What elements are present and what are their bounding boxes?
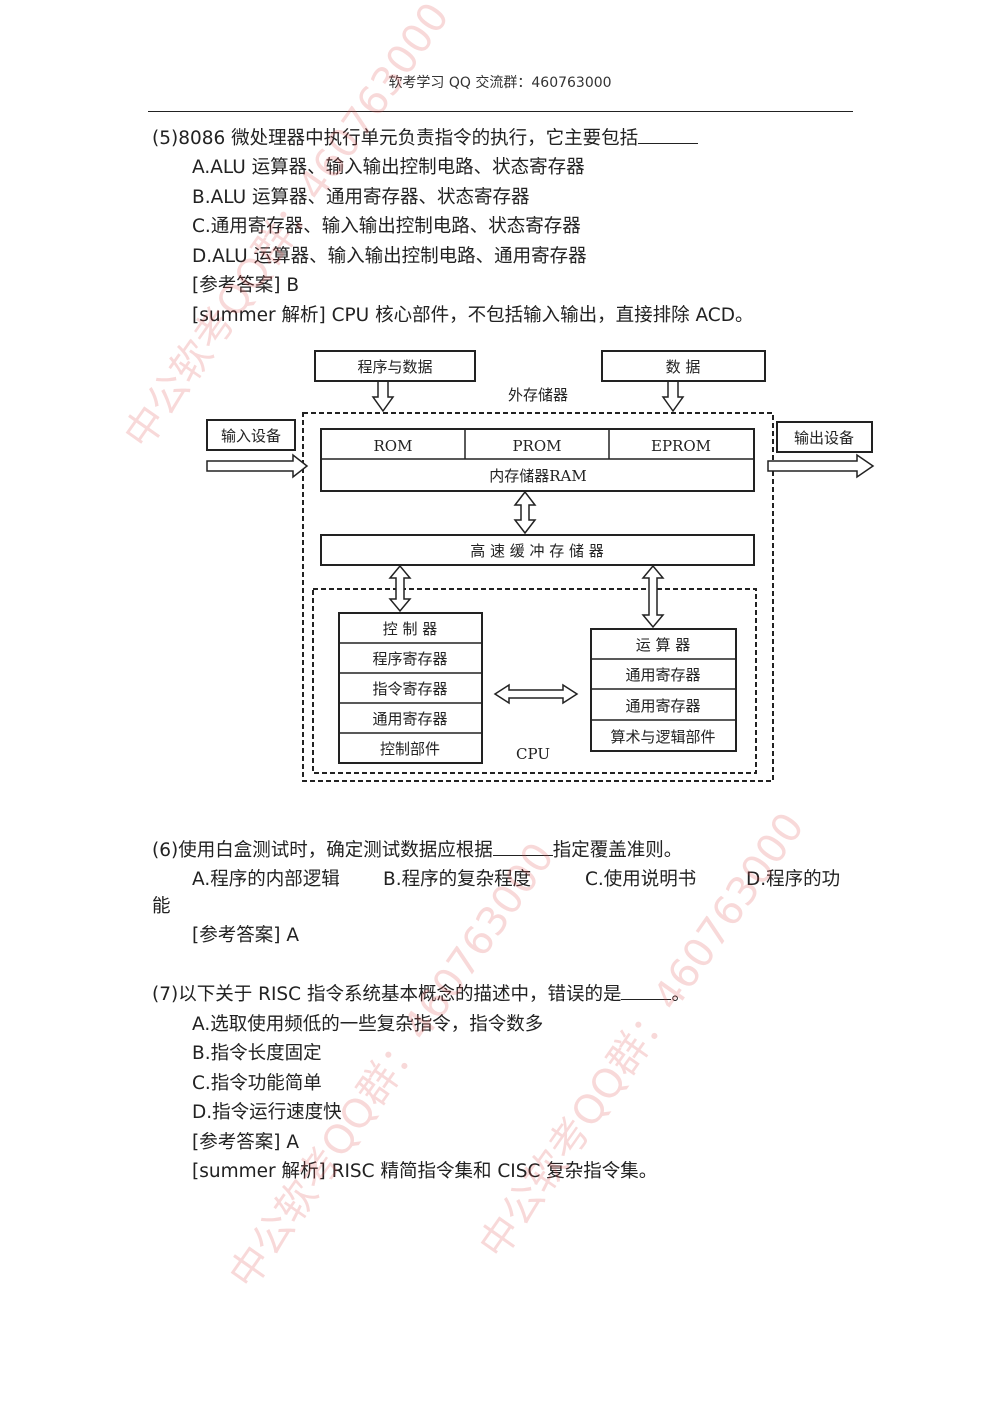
input-device-box xyxy=(206,419,296,451)
q7-stem: (7)以下关于 RISC 指令系统基本概念的描述中，错误的是。 xyxy=(152,984,690,1005)
general-register-label: 通用寄存器 xyxy=(372,710,447,728)
controller-label: 控 制 器 xyxy=(383,620,438,638)
data-box xyxy=(601,350,766,382)
q7-option-b: B.指令长度固定 xyxy=(192,1043,322,1064)
cache-label: 高 速 缓 冲 存 储 器 xyxy=(470,542,604,560)
program-data-box xyxy=(314,350,476,382)
q5-answer: [参考答案] B xyxy=(192,275,300,296)
controller-stack: 控 制 器 程序寄存器 指令寄存器 通用寄存器 控制部件 xyxy=(338,612,483,764)
page-header: 软考学习 QQ 交流群：460763000 xyxy=(388,75,612,91)
program-data-label: 程序与数据 xyxy=(357,358,432,376)
memory-block xyxy=(320,428,755,492)
output-device-box xyxy=(776,421,873,453)
cpu-label: CPU xyxy=(516,745,550,763)
q5-option-a: A.ALU 运算器、输入输出控制电路、状态寄存器 xyxy=(192,157,585,178)
q6-option-a: A.程序的内部逻辑 xyxy=(192,869,340,890)
alu-label: 运 算 器 xyxy=(636,636,691,654)
q6-option-d: D.程序的功 xyxy=(746,869,841,890)
architecture-diagram: 程序与数据 数 据 外存储器 输入设备 输出设备 ROM PROM EPROM … xyxy=(206,350,875,782)
prom-label: PROM xyxy=(512,437,561,455)
q7-option-c: C.指令功能简单 xyxy=(192,1073,322,1094)
arith-logic-unit-label: 算术与逻辑部件 xyxy=(610,728,715,746)
prog-data-arrow xyxy=(371,381,395,413)
q7-analysis: [summer 解析] RISC 精简指令集和 CISC 复杂指令集。 xyxy=(192,1161,658,1182)
q7-option-d: D.指令运行速度快 xyxy=(192,1102,342,1123)
rom-label: ROM xyxy=(374,437,413,455)
q6-option-b: B.程序的复杂程度 xyxy=(383,869,532,890)
q6-option-c: C.使用说明书 xyxy=(585,869,697,890)
external-storage-label: 外存储器 xyxy=(508,386,568,404)
cache-box xyxy=(320,534,755,566)
controller-alu-arrow xyxy=(493,683,579,705)
q5-stem: (5)8086 微处理器中执行单元负责指令的执行，它主要包括 xyxy=(152,124,699,150)
output-device-label: 输出设备 xyxy=(794,429,854,447)
input-device-label: 输入设备 xyxy=(221,427,281,445)
q7-option-a: A.选取使用频低的一些复杂指令，指令数多 xyxy=(192,1014,544,1035)
q6-answer: [参考答案] A xyxy=(192,925,299,946)
q6-stem: (6)使用白盒测试时，确定测试数据应根据指定覆盖准则。 xyxy=(152,840,683,861)
q6-option-d-wrap: 能 xyxy=(152,896,171,917)
alu-stack: 运 算 器 通用寄存器 通用寄存器 算术与逻辑部件 xyxy=(590,628,737,752)
program-register-label: 程序寄存器 xyxy=(372,650,447,668)
header-rule xyxy=(148,111,853,112)
data-arrow xyxy=(661,381,685,413)
q5-option-d: D.ALU 运算器、输入输出控制电路、通用寄存器 xyxy=(192,246,587,267)
cache-alu-arrow xyxy=(641,564,665,629)
q5-option-b: B.ALU 运算器、通用寄存器、状态寄存器 xyxy=(192,187,530,208)
alu-register-2-label: 通用寄存器 xyxy=(625,697,700,715)
control-unit-label: 控制部件 xyxy=(380,740,440,758)
ram-label: 内存储器RAM xyxy=(489,467,587,485)
output-arrow xyxy=(767,453,875,479)
external-storage-box xyxy=(302,412,774,782)
q7-answer: [参考答案] A xyxy=(192,1132,299,1153)
alu-register-1-label: 通用寄存器 xyxy=(625,666,700,684)
data-label: 数 据 xyxy=(666,358,701,376)
q5-option-c: C.通用寄存器、输入输出控制电路、状态寄存器 xyxy=(192,216,581,237)
input-arrow xyxy=(206,453,309,479)
ram-cache-arrow xyxy=(513,490,537,535)
cache-controller-arrow xyxy=(388,564,412,613)
instruction-register-label: 指令寄存器 xyxy=(372,680,447,698)
cpu-box xyxy=(312,588,757,774)
q5-analysis: [summer 解析] CPU 核心部件，不包括输入输出，直接排除 ACD。 xyxy=(192,305,754,326)
eprom-label: EPROM xyxy=(651,437,711,455)
